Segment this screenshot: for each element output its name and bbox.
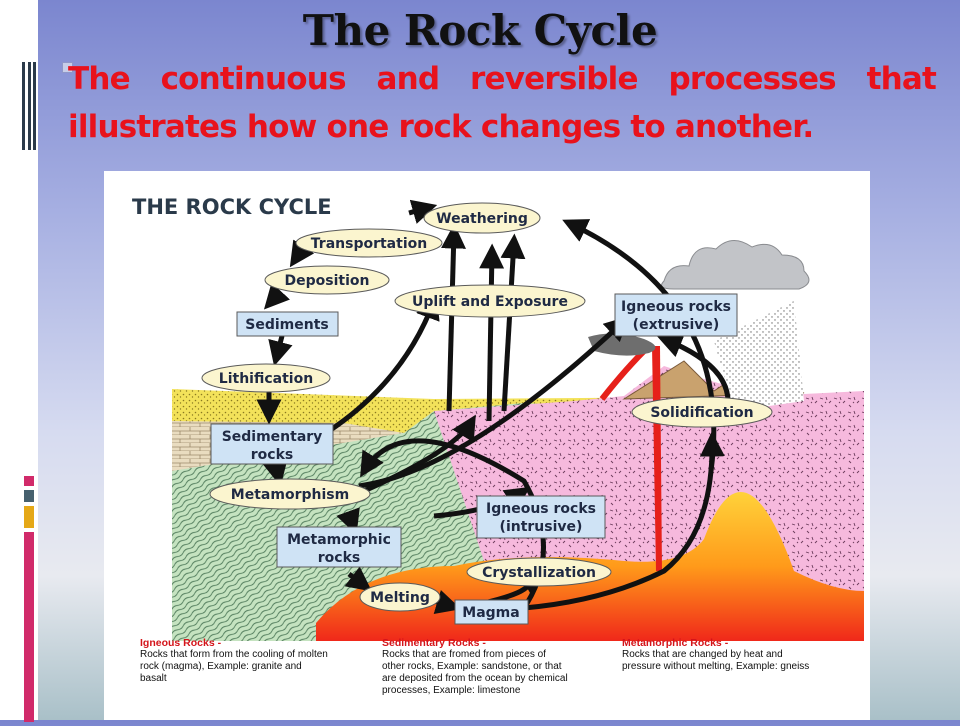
oval-deposition: Deposition — [264, 265, 390, 295]
box-magma: Magma — [454, 599, 529, 625]
svg-text:Weathering: Weathering — [436, 211, 528, 227]
diagram-heading: THE ROCK CYCLE — [132, 195, 332, 219]
oval-melting: Melting — [359, 582, 441, 612]
svg-text:Metamorphism: Metamorphism — [231, 487, 349, 503]
box-sediments: Sediments — [236, 311, 339, 337]
svg-text:Metamorphic: Metamorphic — [287, 532, 391, 548]
legend-sedimentary-line: are deposited from the ocean by chemical — [382, 673, 568, 684]
box-igneous-extrusive: Igneous rocks (extrusive) — [614, 293, 738, 337]
svg-text:Magma: Magma — [462, 605, 519, 621]
oval-uplift: Uplift and Exposure — [394, 284, 586, 318]
legend-igneous-line: rock (magma), Example: granite and — [140, 661, 302, 672]
legend-sedimentary-line: Rocks that are fromed from pieces of — [382, 649, 546, 660]
svg-text:Igneous rocks: Igneous rocks — [621, 299, 731, 315]
legend-sedimentary-line: other rocks, Example: sandstone, or that — [382, 661, 562, 672]
legend-sedimentary-title: Sedimentary Rocks - — [382, 637, 486, 649]
svg-text:Transportation: Transportation — [311, 236, 427, 252]
box-sedimentary-rocks: Sedimentary rocks — [210, 423, 334, 465]
oval-solidification: Solidification — [631, 396, 773, 428]
legend-metamorphic: Metamorphic Rocks - Rocks that are chang… — [622, 637, 842, 673]
box-igneous-intrusive: Igneous rocks (intrusive) — [476, 495, 606, 539]
slide-title: The Rock Cycle — [302, 6, 658, 55]
svg-text:Sedimentary: Sedimentary — [222, 429, 323, 445]
legend-sedimentary: Sedimentary Rocks - Rocks that are frome… — [382, 637, 602, 697]
svg-text:(extrusive): (extrusive) — [633, 317, 720, 333]
oval-metamorphism: Metamorphism — [209, 478, 371, 510]
svg-text:Solidification: Solidification — [650, 405, 753, 421]
oval-crystallization: Crystallization — [466, 557, 612, 587]
oval-lithification: Lithification — [201, 363, 331, 393]
legend-igneous-line: Rocks that form from the cooling of molt… — [140, 649, 328, 660]
cycle-arrows — [256, 199, 731, 614]
legend-metamorphic-line: pressure without melting, Example: gneis… — [622, 661, 810, 672]
legend-igneous: Igneous Rocks - Rocks that form from the… — [140, 637, 340, 685]
svg-text:Sediments: Sediments — [245, 317, 328, 333]
svg-text:Igneous rocks: Igneous rocks — [486, 501, 596, 517]
legend-metamorphic-title: Metamorphic Rocks - — [622, 637, 729, 649]
bullet-marker — [62, 62, 73, 73]
legend-igneous-line: basalt — [140, 673, 167, 684]
legend-metamorphic-line: Rocks that are changed by heat and — [622, 649, 783, 660]
oval-transportation: Transportation — [295, 228, 443, 258]
svg-text:Melting: Melting — [370, 590, 430, 606]
svg-text:Uplift and Exposure: Uplift and Exposure — [412, 294, 568, 310]
svg-text:Lithification: Lithification — [219, 371, 313, 387]
box-metamorphic-rocks: Metamorphic rocks — [276, 526, 402, 568]
decorative-squares — [24, 476, 36, 726]
decorative-lines — [22, 62, 36, 150]
svg-text:(intrusive): (intrusive) — [500, 519, 583, 535]
oval-weathering: Weathering — [423, 202, 541, 234]
svg-text:Deposition: Deposition — [285, 273, 370, 289]
legend-sedimentary-line: processes, Example: limestone — [382, 685, 521, 696]
svg-text:rocks: rocks — [251, 447, 293, 463]
rock-cycle-svg: THE ROCK CYCLE Weathering Transportation… — [132, 195, 864, 641]
rock-cycle-diagram: THE ROCK CYCLE Weathering Transportation… — [104, 171, 870, 720]
legend-igneous-title: Igneous Rocks - — [140, 637, 222, 649]
svg-text:Crystallization: Crystallization — [482, 565, 596, 581]
slide-subtitle: The continuous and reversible processes … — [68, 61, 937, 145]
svg-text:rocks: rocks — [318, 550, 360, 566]
